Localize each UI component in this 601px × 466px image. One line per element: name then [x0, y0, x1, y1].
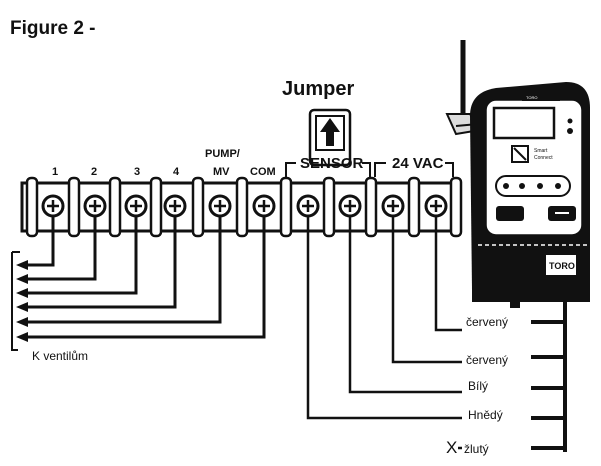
terminal-label-3: 3	[134, 166, 140, 178]
wire-mark-x: X	[446, 438, 457, 457]
valve-bracket	[11, 251, 20, 351]
terminal-separator	[235, 176, 249, 238]
wire-label-red-1: červený	[466, 315, 508, 329]
figure-title: Figure 2 -	[10, 18, 96, 39]
terminal-strip	[20, 176, 463, 238]
terminal-separator	[149, 176, 163, 238]
terminal-separator	[322, 176, 336, 238]
terminal-separator	[108, 176, 122, 238]
terminal-label-mv: MV	[213, 166, 230, 178]
jumper-label: Jumper	[282, 78, 354, 100]
terminal-label-2: 2	[91, 166, 97, 178]
vac-label: 24 VAC	[392, 155, 444, 172]
terminal-label-4: 4	[173, 166, 180, 178]
wire-label-yellow: žlutý	[464, 442, 489, 456]
cable-bundle	[531, 298, 567, 452]
terminal-labels: 1 2 3 4 PUMP/ MV COM SENSOR 24 VAC	[52, 148, 444, 178]
wire-label-red-2: červený	[466, 353, 508, 367]
sensor-label: SENSOR	[300, 155, 364, 172]
device-logo: TORO	[526, 95, 537, 100]
terminal-separator	[67, 176, 81, 238]
device-wires	[306, 216, 462, 450]
valve-arrows	[16, 260, 28, 342]
led-icon	[567, 118, 573, 124]
svg-text:Smart: Smart	[534, 148, 548, 154]
wire-label-white: Bílý	[468, 379, 488, 393]
terminal-separator	[279, 176, 293, 238]
terminal-separator	[449, 176, 463, 238]
terminal-separator	[364, 176, 378, 238]
group-brackets	[285, 162, 454, 177]
terminal-label-com: COM	[250, 166, 276, 178]
jumper-icon	[308, 108, 352, 167]
valves-label: K ventilům	[32, 349, 88, 363]
device-brand: TORO	[549, 261, 575, 271]
terminal-separator	[191, 176, 205, 238]
wire-label-brown: Hnědý	[468, 408, 503, 422]
svg-text:Connect: Connect	[534, 155, 553, 161]
terminal-separator	[407, 176, 421, 238]
terminal-label-1: 1	[52, 166, 58, 178]
valve-wires	[24, 216, 266, 339]
terminal-separator	[25, 176, 39, 238]
sensor-receiver-device: TORO Smart Connect TORO	[470, 82, 590, 308]
bypass-button	[496, 206, 524, 221]
terminal-label-pump: PUMP/	[205, 148, 240, 160]
